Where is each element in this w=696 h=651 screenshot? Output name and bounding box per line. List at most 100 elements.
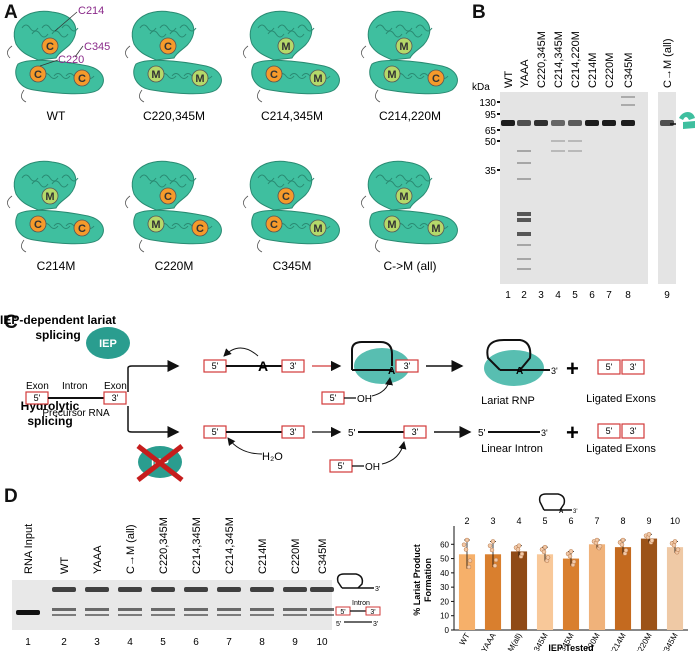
svg-text:M: M — [151, 219, 160, 231]
lig-top-5: 5' — [606, 362, 613, 372]
variant-label: C214M — [37, 259, 76, 273]
degradation-band — [517, 162, 531, 164]
data-point — [620, 543, 624, 547]
marker-130: 130 — [479, 98, 496, 109]
precursor-band — [310, 608, 334, 611]
marker-50: 50 — [485, 137, 497, 148]
marker-65: 65 — [485, 126, 497, 137]
b-lane-label: WT — [503, 71, 515, 88]
variant-label: C220,345M — [143, 109, 205, 123]
branch-a: A — [258, 358, 268, 374]
x-tick-label: C220,345M — [521, 631, 550, 651]
x-tick-label: C→M(all) — [499, 631, 524, 651]
data-point — [491, 539, 495, 543]
x-axis-label: IEP Tested — [548, 643, 593, 651]
precursor-band — [250, 608, 274, 611]
rnp-3: 3' — [551, 366, 558, 376]
bar-number: 3 — [490, 516, 495, 526]
precursor-label: Precursor RNA — [42, 408, 110, 419]
data-point — [520, 552, 524, 556]
lariat-rnp-label: Lariat RNP — [481, 395, 535, 407]
d-intron-label: Intron — [352, 600, 370, 607]
data-point — [468, 559, 472, 563]
variant-label: C214,220M — [379, 109, 441, 123]
step2-a: A — [388, 366, 395, 377]
b-lane-number: 1 — [505, 290, 511, 301]
b-lane-label: C214M — [587, 53, 599, 88]
protein-band — [660, 120, 674, 126]
lariat-band — [184, 587, 208, 592]
protein-band — [602, 120, 616, 126]
bar-5 — [589, 544, 605, 630]
svg-text:M: M — [387, 69, 396, 81]
oh-bot: OH — [365, 462, 380, 473]
top-5: 5' — [212, 361, 219, 371]
d-lane-label: YAAA — [92, 545, 104, 574]
svg-text:C: C — [164, 191, 172, 203]
lig-bot-3: 3' — [630, 426, 637, 436]
degradation-band — [517, 218, 531, 222]
lig-bot-5: 5' — [606, 426, 613, 436]
d-lane-number: 4 — [127, 637, 133, 648]
svg-text:C: C — [34, 69, 42, 81]
protein-band — [585, 120, 599, 126]
lariat-band — [85, 587, 109, 592]
svg-text:C: C — [282, 191, 290, 203]
svg-text:C: C — [34, 219, 42, 231]
structure-3: MMCC214,220M — [361, 11, 457, 123]
svg-text:M: M — [399, 41, 408, 53]
protein-band — [501, 120, 515, 126]
data-point — [572, 560, 576, 564]
lariat-band — [310, 587, 334, 592]
structure-1: C M M C220,345M — [125, 11, 221, 123]
protein-band — [517, 120, 531, 126]
bot2-lig5: 5' — [338, 461, 345, 471]
exon-band — [250, 614, 274, 616]
bar-number: 10 — [670, 516, 680, 526]
exon-band — [310, 614, 334, 616]
x-tick-label: C220M — [633, 631, 654, 651]
data-point — [647, 532, 651, 536]
label-c345: C345 — [84, 41, 110, 53]
b-lane-label: C→M (all) — [662, 39, 674, 89]
rnp-a: A — [516, 366, 523, 377]
bar-8 — [667, 547, 683, 630]
bar-number: 8 — [620, 516, 625, 526]
precursor-band — [85, 608, 109, 611]
svg-text:M: M — [399, 191, 408, 203]
x-tick-label: YAAA — [480, 631, 499, 651]
svg-text:M: M — [195, 73, 204, 85]
b-lane-number: 9 — [664, 290, 670, 301]
data-point — [598, 544, 602, 548]
data-point — [595, 538, 599, 542]
lariat-band — [217, 587, 241, 592]
exon-band — [52, 614, 76, 616]
d-lane-number: 2 — [61, 637, 67, 648]
data-point — [673, 539, 677, 543]
bot-3: 3' — [290, 427, 297, 437]
svg-text:M: M — [387, 219, 396, 231]
exon-right-label: Exon — [104, 381, 127, 392]
ligated-exons-top: Ligated Exons — [586, 393, 656, 405]
y-tick-label: 10 — [440, 612, 449, 621]
d-lane-number: 6 — [193, 637, 199, 648]
bot-5: 5' — [212, 427, 219, 437]
d-lane-label: RNA Input — [23, 524, 35, 574]
lariat-band — [52, 587, 76, 592]
d-lane-label: C→M (all) — [125, 525, 137, 575]
d-lane-label: C214,345M — [191, 517, 203, 574]
data-point — [569, 549, 573, 553]
panel-a-structures: CCCWTCMMC220,345MMCMC214,345MMMCC214,220… — [0, 0, 470, 300]
degradation-band — [517, 150, 531, 152]
data-point — [621, 538, 625, 542]
bar-6 — [615, 547, 631, 630]
b-lane-number: 3 — [538, 290, 544, 301]
svg-text:C: C — [164, 41, 172, 53]
protein-icon — [679, 112, 695, 129]
data-point — [650, 538, 654, 542]
svg-text:M: M — [151, 69, 160, 81]
b-lane-label: C214,345M — [553, 31, 565, 88]
bar-3 — [537, 554, 553, 630]
